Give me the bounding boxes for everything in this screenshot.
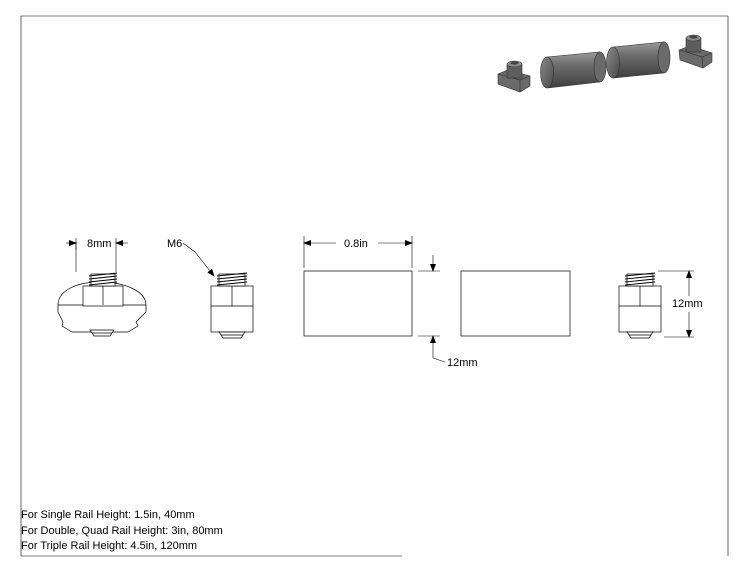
dim-nut-width-label: 8mm	[87, 238, 111, 250]
tnut-side-view	[210, 272, 254, 339]
iso-right-cylinder	[606, 41, 671, 79]
sheet-border	[20, 15, 729, 557]
rail-height-notes: For Single Rail Height: 1.5in, 40mm For …	[21, 508, 223, 555]
dim-tube-diameter	[418, 255, 446, 363]
note-single-rail: For Single Rail Height: 1.5in, 40mm	[21, 509, 195, 521]
dim-end-height	[658, 270, 694, 338]
cylinder-right-view	[460, 270, 571, 337]
note-double-quad-rail: For Double, Quad Rail Height: 3in, 80mm	[21, 524, 223, 537]
iso-right-tnut	[678, 34, 713, 69]
dim-tube-length-label: 0.8in	[344, 238, 368, 250]
dim-nut-width	[66, 238, 128, 272]
dim-tube-diameter-label: 12mm	[447, 357, 478, 369]
cylinder-left-view	[303, 270, 413, 337]
note-triple-rail: For Triple Rail Height: 4.5in, 120mm	[21, 540, 198, 552]
dim-tube-length	[303, 236, 413, 268]
tnut-right-view	[618, 272, 662, 339]
tnut-front-view	[57, 272, 147, 337]
assembly-iso-render	[497, 34, 713, 93]
iso-left-cylinder	[540, 51, 607, 89]
leader-thread	[182, 242, 215, 277]
thread-label: M6	[167, 238, 182, 250]
dim-end-height-label: 12mm	[672, 298, 703, 310]
iso-left-tnut	[497, 60, 531, 93]
